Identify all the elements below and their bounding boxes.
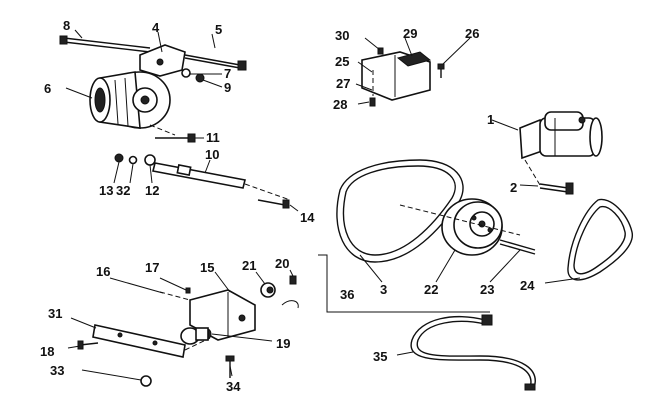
mount-29 <box>396 51 432 67</box>
callout-27: 27 <box>336 76 350 91</box>
callout-33: 33 <box>50 363 64 378</box>
callout-18: 18 <box>40 344 54 359</box>
washer-32 <box>128 155 138 165</box>
bolt-14 <box>257 199 290 209</box>
bolt-5 <box>184 54 247 71</box>
callout-8: 8 <box>63 18 70 33</box>
group-bracket-36 <box>318 254 490 313</box>
callout-28: 28 <box>333 97 347 112</box>
alternator-6 <box>89 71 171 129</box>
adjusting-rod-10 <box>152 162 291 201</box>
callout-19: 19 <box>276 336 290 351</box>
screw-30 <box>377 47 384 55</box>
callout-9: 9 <box>224 80 231 95</box>
callout-22: 22 <box>424 282 438 297</box>
callout-4: 4 <box>152 20 160 35</box>
callout-3: 3 <box>380 282 387 297</box>
bolt-18 <box>77 340 99 350</box>
belt-3 <box>336 159 464 263</box>
callout-17: 17 <box>145 260 159 275</box>
callout-6: 6 <box>44 81 51 96</box>
callout-35: 35 <box>373 349 387 364</box>
bolt-11 <box>149 124 196 143</box>
callout-7: 7 <box>224 66 231 81</box>
axis-line <box>399 204 521 236</box>
callout-23: 23 <box>480 282 494 297</box>
callout-10: 10 <box>205 147 219 162</box>
nut-13 <box>114 153 124 163</box>
strap-31 <box>92 324 211 358</box>
callout-31: 31 <box>48 306 62 321</box>
bushing-19 <box>180 327 212 345</box>
callout-32: 32 <box>116 183 130 198</box>
pulley-22 <box>441 198 503 256</box>
washer-7 <box>181 68 191 78</box>
bolt-8 <box>59 35 151 53</box>
bolt-34 <box>225 355 235 378</box>
callout-1: 1 <box>487 112 494 127</box>
bracket-4 <box>139 44 186 77</box>
washer-12 <box>144 154 156 166</box>
callout-26: 26 <box>465 26 479 41</box>
callout-15: 15 <box>200 260 214 275</box>
screw-26 <box>437 63 445 78</box>
callout-16: 16 <box>96 264 110 279</box>
callout-numbers: 1 2 3 4 5 6 7 8 9 10 11 12 13 14 15 16 1… <box>40 18 535 394</box>
callout-36: 36 <box>340 287 354 302</box>
starter-motor-1 <box>519 111 603 160</box>
pin-16 <box>159 291 191 301</box>
screw-28 <box>369 97 376 107</box>
callout-30: 30 <box>335 28 349 43</box>
callout-12: 12 <box>145 183 159 198</box>
belt-24 <box>567 198 633 281</box>
callout-25: 25 <box>335 54 349 69</box>
callout-20: 20 <box>275 256 289 271</box>
cable-35 <box>410 314 536 391</box>
nut-9 <box>195 73 205 83</box>
leader-lines <box>65 29 581 381</box>
screw-20 <box>281 275 299 309</box>
callout-2: 2 <box>510 180 517 195</box>
callout-14: 14 <box>300 210 315 225</box>
grommet-21 <box>260 282 276 298</box>
callout-13: 13 <box>99 183 113 198</box>
callout-21: 21 <box>242 258 256 273</box>
nut-33 <box>140 375 152 387</box>
pin-17 <box>185 287 191 294</box>
callout-34: 34 <box>226 379 241 394</box>
callout-29: 29 <box>403 26 417 41</box>
bolt-23 <box>499 239 536 255</box>
bolt-2 <box>524 159 574 195</box>
callout-5: 5 <box>215 22 222 37</box>
callout-11: 11 <box>206 130 220 145</box>
callout-24: 24 <box>520 278 535 293</box>
